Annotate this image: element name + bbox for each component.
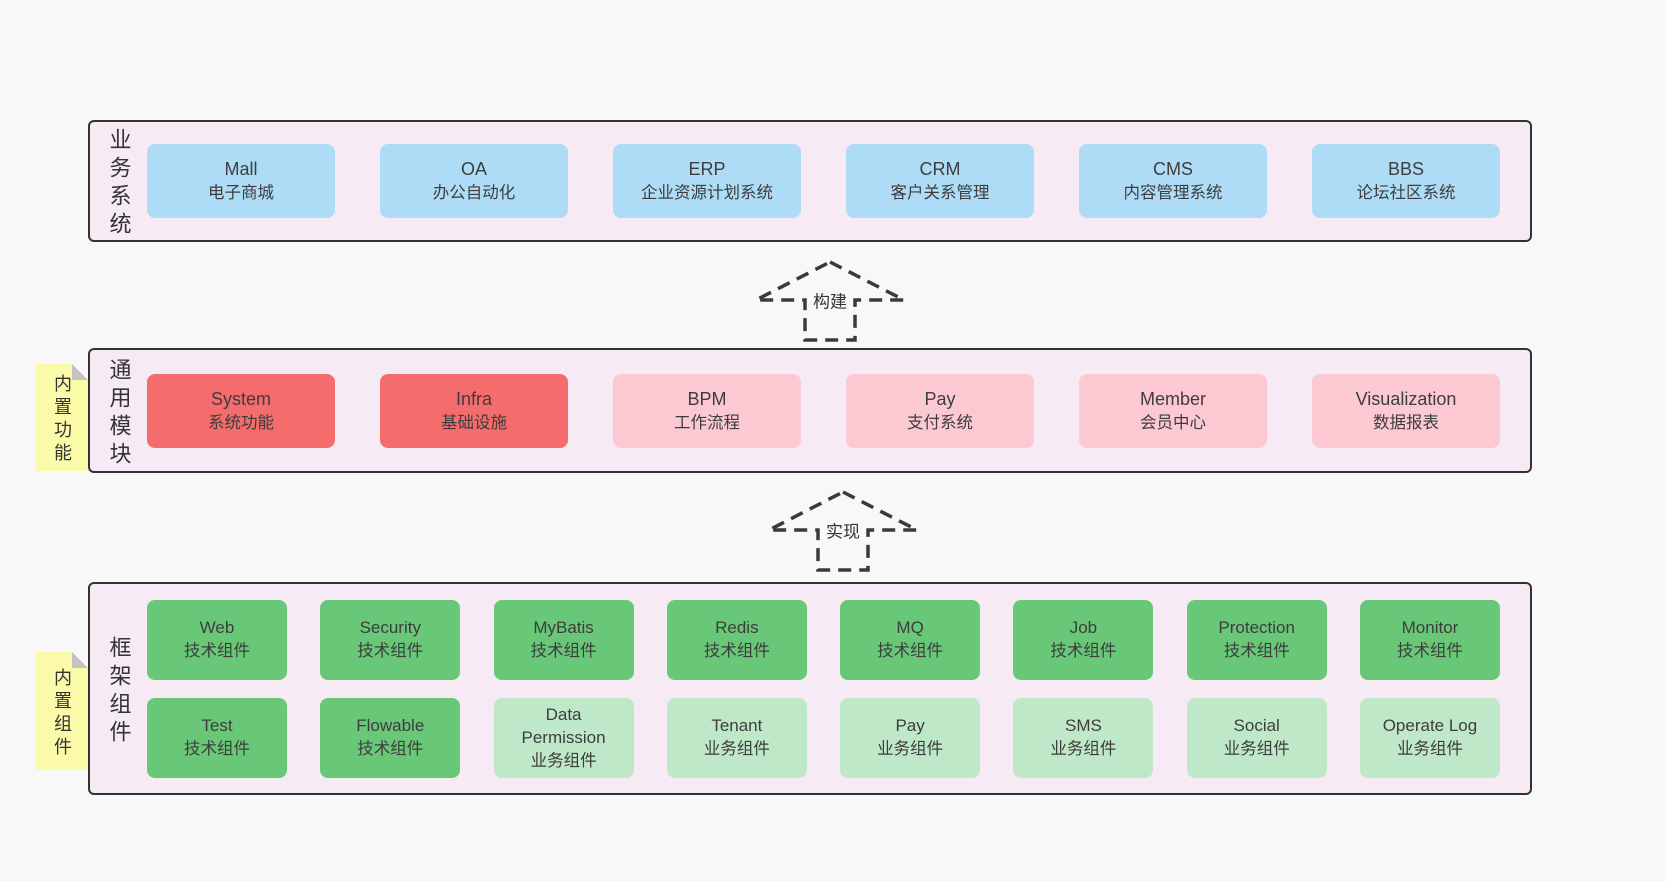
arrow-build-label: 构建 (810, 285, 850, 315)
box-tenant: Tenant 业务组件 (666, 697, 807, 778)
box-crm: CRM 客户关系管理 (846, 144, 1034, 218)
box-social: Social 业务组件 (1186, 697, 1327, 778)
box-bpm: BPM 工作流程 (613, 373, 801, 448)
box-test: Test 技术组件 (147, 697, 287, 778)
box-pay: Pay 支付系统 (846, 373, 1034, 448)
arrow-build: 构建 (750, 256, 910, 344)
box-operate-log: Operate Log 业务组件 (1359, 697, 1500, 778)
band-label-framework-components: 框架组件 (90, 584, 147, 793)
sticky-built-in-features: 内置功能 (36, 364, 88, 471)
business-boxes: Mall 电子商城 OA 办公自动化 ERP 企业资源计划系统 CRM 客户关系… (147, 144, 1530, 218)
band-label-business-systems: 业务系统 (90, 122, 147, 240)
arrow-implement: 实现 (763, 486, 923, 574)
box-erp: ERP 企业资源计划系统 (613, 144, 801, 218)
up-arrow-icon (768, 490, 918, 572)
box-bbs: BBS 论坛社区系统 (1312, 144, 1500, 218)
box-mq: MQ 技术组件 (840, 599, 981, 680)
band-framework-components: 框架组件 Web 技术组件 Security 技术组件 MyBatis 技术组件… (88, 582, 1532, 795)
box-web: Web 技术组件 (147, 599, 287, 680)
arrow-implement-label: 实现 (823, 515, 863, 545)
box-member: Member 会员中心 (1079, 373, 1267, 448)
band-label-text: 通用模块 (106, 357, 132, 470)
box-system: System 系统功能 (147, 373, 335, 448)
component-rows: Web 技术组件 Security 技术组件 MyBatis 技术组件 Redi… (147, 599, 1530, 778)
up-arrow-icon (755, 260, 905, 342)
box-sms: SMS 业务组件 (1013, 697, 1154, 778)
box-protection: Protection 技术组件 (1186, 599, 1327, 680)
box-data-permission: Data Permission 业务组件 (493, 697, 634, 778)
band-business-systems: 业务系统 Mall 电子商城 OA 办公自动化 ERP 企业资源计划系统 CRM… (88, 120, 1532, 242)
box-security: Security 技术组件 (320, 599, 461, 680)
box-mybatis: MyBatis 技术组件 (493, 599, 634, 680)
box-visualization: Visualization 数据报表 (1312, 373, 1500, 448)
module-boxes: System 系统功能 Infra 基础设施 BPM 工作流程 Pay 支付系统… (147, 373, 1530, 448)
band-label-text: 业务系统 (106, 128, 132, 240)
box-pay-component: Pay 业务组件 (840, 697, 981, 778)
box-cms: CMS 内容管理系统 (1079, 144, 1267, 218)
band-label-text: 框架组件 (106, 635, 132, 748)
box-monitor: Monitor 技术组件 (1359, 599, 1500, 680)
component-row-1: Web 技术组件 Security 技术组件 MyBatis 技术组件 Redi… (147, 599, 1500, 680)
sticky-text: 内置功能 (52, 374, 72, 466)
box-flowable: Flowable 技术组件 (320, 697, 461, 778)
component-row-2: Test 技术组件 Flowable 技术组件 Data Permission … (147, 697, 1500, 778)
band-label-common-modules: 通用模块 (90, 350, 147, 471)
box-oa: OA 办公自动化 (380, 144, 568, 218)
band-common-modules: 通用模块 System 系统功能 Infra 基础设施 BPM 工作流程 Pay… (88, 348, 1532, 473)
box-mall: Mall 电子商城 (147, 144, 335, 218)
box-job: Job 技术组件 (1013, 599, 1154, 680)
box-redis: Redis 技术组件 (666, 599, 807, 680)
sticky-built-in-components: 内置组件 (36, 652, 88, 770)
box-infra: Infra 基础设施 (380, 373, 568, 448)
sticky-text: 内置组件 (52, 667, 72, 760)
